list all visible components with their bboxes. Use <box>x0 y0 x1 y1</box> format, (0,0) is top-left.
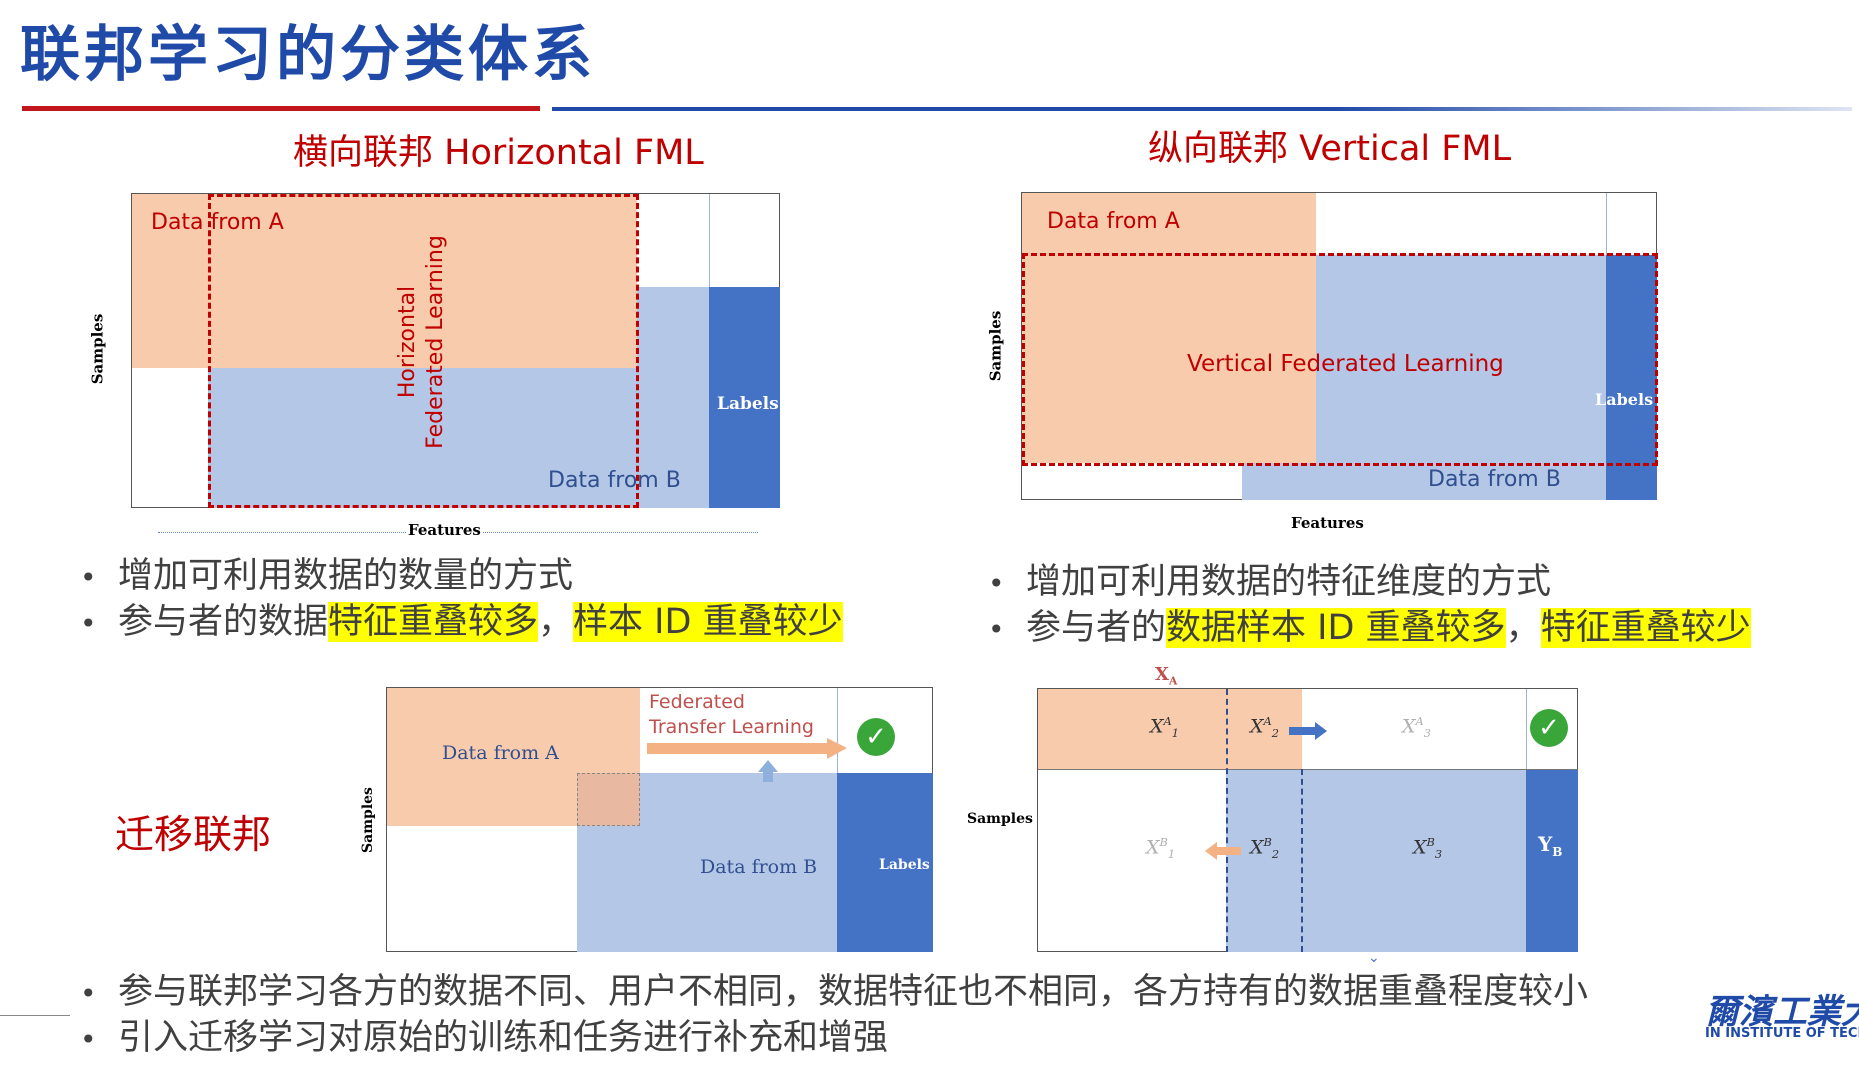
vertical-samples-axis-label: Samples <box>986 310 1005 382</box>
vertical-diagram: Data from A Data from B Labels Vertical … <box>1021 192 1658 500</box>
horizontal-data-a-label: Data from A <box>151 210 284 235</box>
transfer-bullet-1: •参与联邦学习各方的数据不同、用户不相同，数据特征也不相同，各方持有的数据重叠程… <box>80 972 1589 1012</box>
transfer-right-arrow <box>647 743 827 754</box>
horizontal-labels-block <box>709 287 780 508</box>
matrix-x3b: XB3 <box>1413 835 1443 862</box>
vertical-data-b-label: Data from B <box>1428 467 1561 492</box>
matrix-xa-label: XA <box>1155 664 1178 688</box>
transfer-up-arrow <box>758 760 778 772</box>
transfer-labels-block <box>837 773 933 952</box>
matrix-right-arrow-icon <box>1289 722 1327 740</box>
matrix-x1a: XA1 <box>1150 714 1180 741</box>
horizontal-data-b-extra-block <box>637 287 709 508</box>
vertical-column-divider <box>1606 193 1607 255</box>
matrix-diagram: XA1 XA2 XA3 XB1 XB2 XB3 YB ✓ <box>1037 688 1578 952</box>
transfer-section-title: 迁移联邦 <box>115 813 272 858</box>
transfer-ftl-label: Federated Transfer Learning <box>649 691 814 738</box>
university-logo: 爾濱工業大 IN INSTITUTE OF TECHNO <box>1705 984 1859 1064</box>
matrix-col-divider-2 <box>1301 769 1303 952</box>
vertical-bullets: •增加可利用数据的特征维度的方式 •参与者的数据样本 ID 重叠较多，特征重叠较… <box>988 560 1751 652</box>
vertical-labels-block <box>1606 255 1657 500</box>
footer-divider <box>0 1015 70 1016</box>
matrix-a-block <box>1038 689 1302 769</box>
title-underline-blue <box>552 107 1852 111</box>
vertical-features-axis-label: Features <box>1291 514 1364 532</box>
horizontal-bullets: •增加可利用数据的数量的方式 •参与者的数据特征重叠较多，样本 ID 重叠较少 <box>80 554 843 646</box>
transfer-check-icon: ✓ <box>857 718 895 756</box>
matrix-x2b: XB2 <box>1250 835 1280 862</box>
transfer-bullet-2: •引入迁移学习对原始的训练和任务进行补充和增强 <box>80 1018 889 1058</box>
transfer-arrows <box>647 738 847 782</box>
page-title: 联邦学习的分类体系 <box>20 20 596 90</box>
horizontal-fl-dashed-region <box>208 194 639 508</box>
transfer-data-a-label: Data from A <box>442 742 559 764</box>
vertical-data-a-label: Data from A <box>1047 209 1180 234</box>
logo-chinese-text: 爾濱工業大 <box>1705 992 1859 1032</box>
horizontal-data-b-label: Data from B <box>548 468 681 493</box>
matrix-x2a: XA2 <box>1250 714 1280 741</box>
horizontal-bullet-1: •增加可利用数据的数量的方式 <box>80 556 574 596</box>
vertical-labels-label: Labels <box>1595 390 1654 409</box>
vertical-bullet-2: •参与者的数据样本 ID 重叠较多，特征重叠较少 <box>988 608 1751 648</box>
matrix-x1b: XB1 <box>1146 835 1176 862</box>
horizontal-section-title: 横向联邦 Horizontal FML <box>293 133 704 173</box>
transfer-diagram: Data from A Data from B Labels Federated… <box>386 687 933 952</box>
matrix-b-block <box>1226 769 1526 952</box>
transfer-samples-axis-label: Samples <box>359 787 376 853</box>
horizontal-labels-label: Labels <box>717 394 779 414</box>
matrix-yb-block <box>1526 769 1578 952</box>
vertical-fl-label: Vertical Federated Learning <box>1187 351 1504 377</box>
horizontal-column-divider <box>709 194 710 287</box>
title-underline-red <box>22 106 540 111</box>
transfer-data-b-label: Data from B <box>700 856 818 878</box>
vertical-data-b-extra-block <box>1242 463 1316 500</box>
matrix-check-icon: ✓ <box>1530 709 1568 747</box>
horizontal-diagram: Data from A Data from B Labels Horizonta… <box>131 193 780 508</box>
vertical-fl-dashed-region <box>1022 253 1658 466</box>
matrix-yb: YB <box>1538 832 1563 859</box>
matrix-row-divider <box>1038 769 1578 770</box>
transfer-labels-label: Labels <box>879 857 930 873</box>
horizontal-samples-axis-label: Samples <box>88 313 107 385</box>
matrix-x3a: XA3 <box>1402 714 1432 741</box>
transfer-column-divider <box>837 688 838 773</box>
horizontal-data-b-block <box>208 368 637 508</box>
horizontal-bullet-2: •参与者的数据特征重叠较多，样本 ID 重叠较少 <box>80 602 843 642</box>
horizontal-features-axis-label: Features <box>406 521 483 539</box>
horizontal-data-a-block <box>132 194 637 368</box>
transfer-bullets: •参与联邦学习各方的数据不同、用户不相同，数据特征也不相同，各方持有的数据重叠程… <box>80 970 1588 1062</box>
matrix-col-divider-3 <box>1526 689 1527 769</box>
transfer-overlap-block <box>577 773 640 826</box>
logo-english-text: IN INSTITUTE OF TECHNO <box>1705 1026 1859 1041</box>
vertical-section-title: 纵向联邦 Vertical FML <box>1148 129 1512 169</box>
matrix-down-chevron-icon: ⌄ <box>1368 950 1380 966</box>
matrix-left-arrow-icon <box>1205 842 1241 860</box>
matrix-col-divider-1 <box>1226 689 1228 952</box>
horizontal-fl-label: Horizontal Federated Learning <box>395 235 448 449</box>
vertical-data-a-block <box>1022 193 1316 463</box>
vertical-bullet-1: •增加可利用数据的特征维度的方式 <box>988 562 1552 602</box>
transfer-overlap-outline <box>577 773 640 826</box>
matrix-samples-axis-label: Samples <box>967 811 1033 827</box>
vertical-data-b-block <box>1316 255 1606 500</box>
